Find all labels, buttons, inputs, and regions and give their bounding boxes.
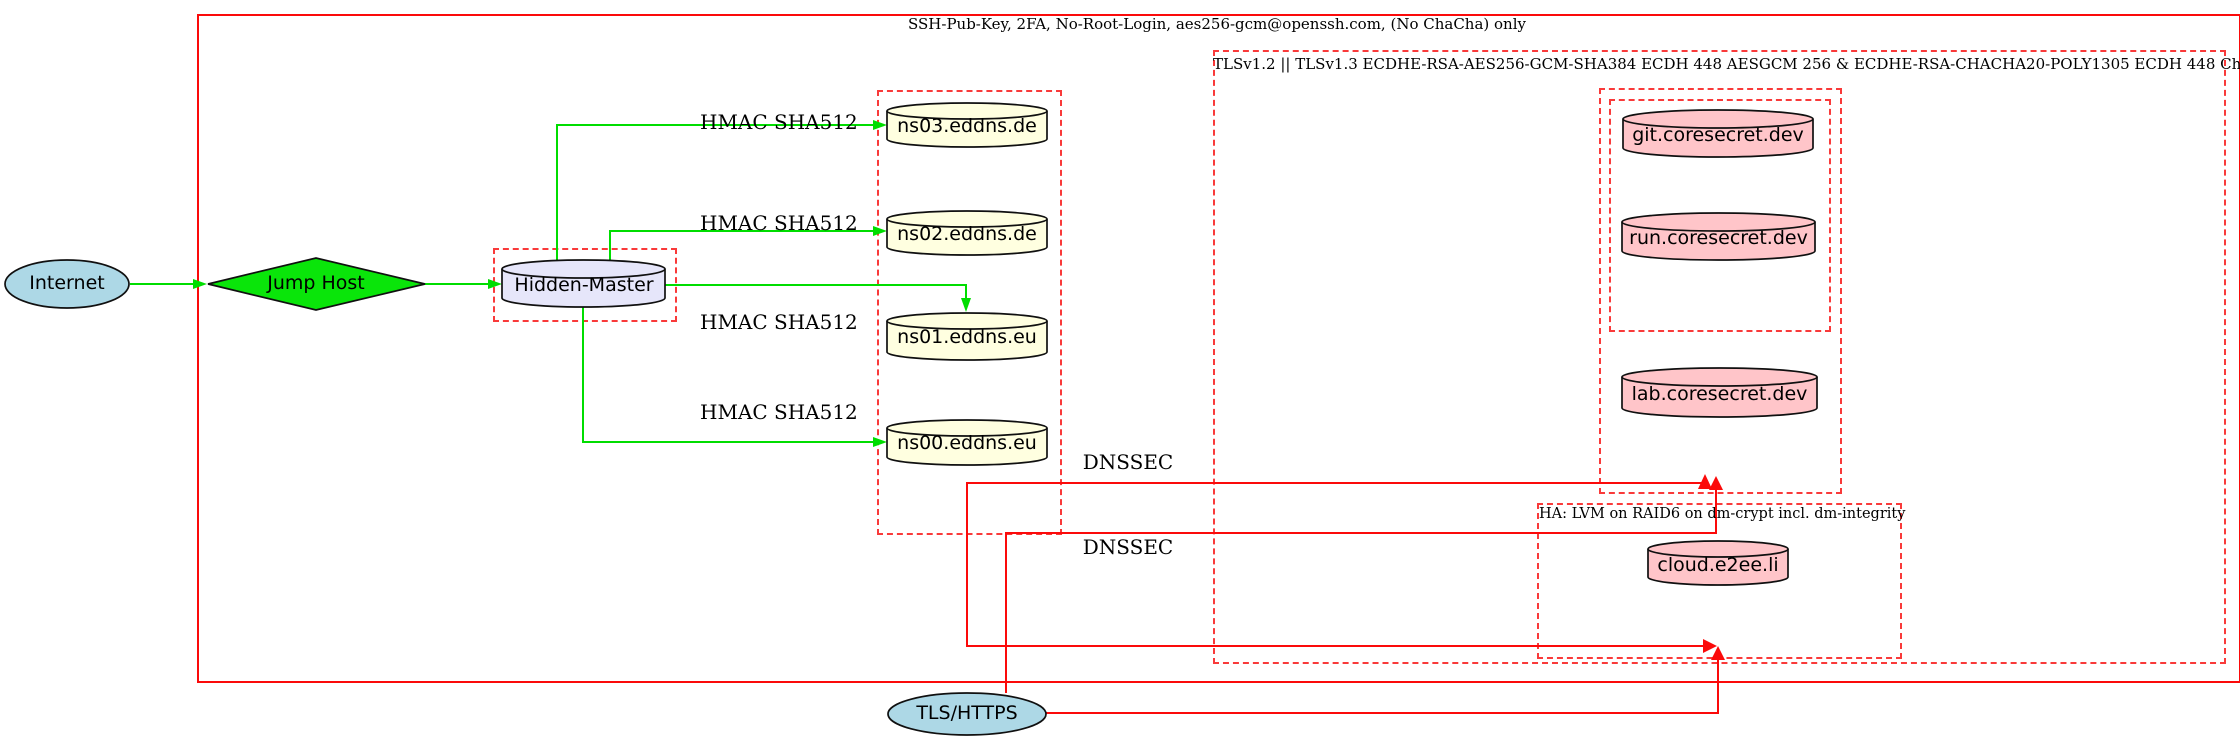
edge-label-dnssec-2: DNSSEC (1082, 535, 1174, 559)
jump-host-node-label: Jump Host (267, 272, 365, 294)
arrowhead-ns01 (961, 298, 971, 312)
ns03-node-label: ns03.eddns.de (897, 115, 1037, 137)
edge-hmac-ns02 (609, 230, 874, 263)
arrowhead-dnssec-ha (1703, 639, 1717, 653)
edge-label-dnssec-1: DNSSEC (1082, 450, 1174, 474)
ns00-cylinder (886, 419, 1048, 466)
hidden-master-cylinder (501, 259, 666, 308)
ns00-node-label: ns00.eddns.eu (897, 432, 1037, 454)
run-node-label: run.coresecret.dev (1629, 227, 1808, 249)
cloud-cylinder-lid (1647, 548, 1789, 558)
ns02-cylinder-lid (886, 218, 1048, 228)
lab-node-label: lab.coresecret.dev (1631, 383, 1808, 405)
arrowhead-jumphost-hiddenmaster (488, 279, 502, 289)
tls-https-node-shape (887, 692, 1047, 736)
arrowhead-dnssec-coresecret (1698, 474, 1712, 489)
ns03-cylinder (886, 102, 1048, 148)
hidden-master-cylinder-lid (501, 268, 666, 279)
cluster-coresecret-outer-box (1599, 88, 1842, 494)
lab-cylinder-lid (1621, 376, 1818, 387)
edge-tlshttps-to-coresecret (1005, 489, 1717, 693)
tls-edges-group (966, 482, 1719, 714)
cluster-tls-label: TLSv1.2 || TLSv1.3 ECDHE-RSA-AES256-GCM-… (1213, 55, 2240, 73)
arrowhead-internet-jumphost (193, 279, 207, 289)
secure-edges-group (130, 124, 967, 443)
ns01-node-label: ns01.eddns.eu (897, 326, 1037, 348)
edge-hmac-ns01 (665, 284, 967, 299)
cluster-tls-box (1213, 50, 2226, 664)
run-cylinder (1621, 212, 1816, 261)
edge-hmac-ns00 (582, 305, 874, 443)
ns02-cylinder (886, 210, 1048, 256)
jump-host-node-shape (207, 257, 426, 311)
cluster-ssh-label: SSH-Pub-Key, 2FA, No-Root-Login, aes256-… (908, 15, 1526, 33)
edge-hmac-ns03 (556, 124, 874, 263)
ns03-cylinder-lid (886, 110, 1048, 120)
edge-label-hmac-ns03: HMAC SHA512 (700, 110, 858, 134)
git-node-label: git.coresecret.dev (1632, 124, 1804, 146)
ns00-cylinder-lid (886, 427, 1048, 437)
lab-cylinder (1621, 367, 1818, 418)
cloud-cylinder (1647, 540, 1789, 586)
git-cylinder-lid (1622, 118, 1814, 129)
edge-label-hmac-ns00: HMAC SHA512 (700, 400, 858, 424)
arrowhead-ns03 (873, 120, 887, 130)
tls-arrowheads-group (1698, 474, 1725, 660)
edge-tlshttps-to-ha (1045, 659, 1719, 714)
secure-arrowheads-group (193, 120, 971, 447)
arrowhead-tlshttps-coresecret (1709, 476, 1723, 490)
cluster-coresecret-inner-box (1609, 99, 1831, 332)
ns01-cylinder (886, 312, 1048, 361)
nodes-group (4, 102, 1818, 736)
edge-dnssec-to-coresecret (966, 482, 1702, 531)
arrowhead-ns02 (873, 226, 887, 236)
edge-dnssec-to-ha (966, 531, 1703, 647)
arrowhead-ns00 (873, 437, 887, 447)
tls-https-node-label: TLS/HTTPS (916, 702, 1018, 724)
edge-label-hmac-ns02: HMAC SHA512 (700, 211, 858, 235)
arrowhead-tlshttps-ha (1711, 646, 1725, 660)
ns01-cylinder-lid (886, 320, 1048, 330)
cluster-ha-label: HA: LVM on RAID6 on dm-crypt incl. dm-in… (1539, 506, 1906, 522)
git-cylinder (1622, 109, 1814, 158)
internet-node-shape (4, 259, 130, 309)
edge-label-hmac-ns01: HMAC SHA512 (700, 310, 858, 334)
run-cylinder-lid (1621, 221, 1816, 232)
cloud-node-label: cloud.e2ee.li (1657, 554, 1779, 576)
hidden-master-node-label: Hidden-Master (514, 274, 654, 296)
ns02-node-label: ns02.eddns.de (897, 223, 1037, 245)
internet-node-label: Internet (29, 272, 105, 294)
cluster-nameservers-box (877, 90, 1062, 535)
